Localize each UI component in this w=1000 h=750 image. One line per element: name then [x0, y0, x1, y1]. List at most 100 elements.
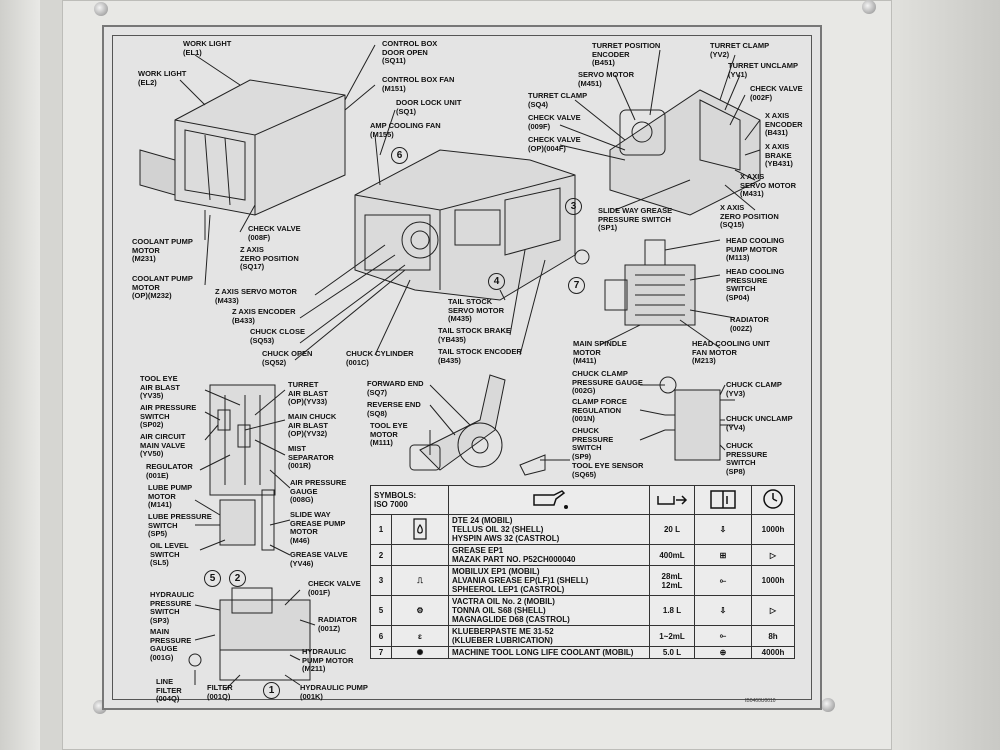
gear-oil-icon: ⚙	[391, 595, 449, 626]
lubrication-table: SYMBOLS: ISO 7000 1 DTE 24 (MOBIL) TELLU…	[370, 485, 795, 659]
callout-6: 6	[391, 147, 408, 164]
label-main-press-gauge: MAIN PRESSURE GAUGE (001G)	[150, 627, 192, 662]
label-check-valve-008f: CHECK VALVE (008F)	[248, 224, 301, 242]
oil-names: DTE 24 (MOBIL) TELLUS OIL 32 (SHELL) HYS…	[448, 514, 650, 545]
oil-name: MACHINE TOOL LONG LIFE COOLANT (MOBIL)	[452, 648, 634, 657]
row-number: 3	[370, 565, 392, 596]
oil-name: MAZAK PART NO. P52CH000040	[452, 555, 576, 564]
label-turret-unclamp: TURRET UNCLAMP (YV1)	[728, 61, 798, 79]
quantity: 20 L	[649, 514, 695, 545]
label-slide-grease-sw: SLIDE WAY GREASE PRESSURE SWITCH (SP1)	[598, 206, 673, 232]
label-tail-encoder: TAIL STOCK ENCODER (B435)	[438, 347, 522, 365]
table-header-row: SYMBOLS: ISO 7000	[370, 485, 795, 515]
label-work-light-el2: WORK LIGHT (EL2)	[138, 69, 187, 87]
label-filter: FILTER (001Q)	[207, 683, 233, 701]
oil-name: HYSPIN AWS 32 (CASTROL)	[452, 534, 560, 543]
label-x-encoder: X AXIS ENCODER (B431)	[765, 111, 803, 137]
clock-icon	[751, 485, 795, 515]
refill-icon: ⇩	[694, 595, 752, 626]
label-chuck-press-sw8: CHUCK PRESSURE SWITCH (SP8)	[726, 441, 768, 476]
oil-name: SPHEEROL LEP1 (CASTROL)	[452, 585, 565, 594]
label-lube-press: LUBE PRESSURE SWITCH (SP5)	[148, 512, 212, 538]
label-hyd-pump-motor: HYDRAULIC PUMP MOTOR (M211)	[302, 647, 354, 673]
label-forward-end: FORWARD END (SQ7)	[367, 379, 424, 397]
table-row: 5 ⚙ VACTRA OIL No. 2 (MOBIL) TONNA OIL S…	[370, 595, 795, 626]
oil-name: TELLUS OIL 32 (SHELL)	[452, 525, 544, 534]
quantity: 1~2mL	[649, 625, 695, 647]
label-turret-pos-encoder: TURRET POSITION ENCODER (B451)	[592, 41, 661, 67]
label-hyd-pump: HYDRAULIC PUMP (001K)	[300, 683, 368, 701]
quantity: 400mL	[649, 544, 695, 566]
row-number: 6	[370, 625, 392, 647]
label-coolant-pump-m231: COOLANT PUMP MOTOR (M231)	[132, 237, 193, 263]
symbols-cell: SYMBOLS: ISO 7000	[370, 485, 449, 515]
callout-5: 5	[204, 570, 221, 587]
refill-icon: ⇩	[694, 514, 752, 545]
label-radiator-002z: RADIATOR (002Z)	[730, 315, 769, 333]
label-chuck-close: CHUCK CLOSE (SQ53)	[250, 327, 306, 345]
oil-name: MOBILUX EP1 (MOBIL)	[452, 567, 540, 576]
row-number: 1	[370, 514, 392, 545]
table-row: 2 GREASE EP1 MAZAK PART NO. P52CH000040 …	[370, 544, 795, 566]
label-check-valve-001f: CHECK VALVE (001F)	[308, 579, 361, 597]
label-mist-separator: MIST SEPARATOR (001R)	[288, 444, 334, 470]
callout-2: 2	[229, 570, 246, 587]
oil-name: KLUEBERPASTE ME 31-52	[452, 627, 554, 636]
label-main-spindle: MAIN SPINDLE MOTOR (M411)	[573, 339, 627, 365]
table-row: 7 ✺ MACHINE TOOL LONG LIFE COOLANT (MOBI…	[370, 646, 795, 659]
oil-name: TONNA OIL S68 (SHELL)	[452, 606, 546, 615]
label-x-zero: X AXIS ZERO POSITION (SQ15)	[720, 203, 779, 229]
blank-icon-cell	[391, 544, 449, 566]
label-main-chuck-air: MAIN CHUCK AIR BLAST (OP)(YV32)	[288, 412, 337, 438]
quantity: 28mL 12mL	[649, 565, 695, 596]
label-reverse-end: REVERSE END (SQ8)	[367, 400, 421, 418]
label-regulator: REGULATOR (001E)	[146, 462, 193, 480]
label-check-valve-004f: CHECK VALVE (OP)(004F)	[528, 135, 581, 153]
label-tool-eye-sensor: TOOL EYE SENSOR (SQ65)	[572, 461, 644, 479]
oil-names: MOBILUX EP1 (MOBIL) ALVANIA GREASE EP(LF…	[448, 565, 650, 596]
label-radiator-001z: RADIATOR (001Z)	[318, 615, 357, 633]
interval: 4000h	[751, 646, 795, 659]
label-check-valve-002f: CHECK VALVE (002F)	[750, 84, 803, 102]
label-door-lock: DOOR LOCK UNIT (SQ1)	[396, 98, 462, 116]
coolant-icon: ✺	[391, 646, 449, 659]
oil-names: KLUEBERPASTE ME 31-52 (KLUEBER LUBRICATI…	[448, 625, 650, 647]
label-head-cool-press: HEAD COOLING PRESSURE SWITCH (SP04)	[726, 267, 785, 302]
row-number: 5	[370, 595, 392, 626]
wall-left	[0, 0, 40, 750]
label-chuck-press-sw9: CHUCK PRESSURE SWITCH (SP9)	[572, 426, 614, 461]
callout-4: 4	[488, 273, 505, 290]
table-row: 1 DTE 24 (MOBIL) TELLUS OIL 32 (SHELL) H…	[370, 514, 795, 545]
grease-gun-icon: ⎍	[391, 565, 449, 596]
label-air-press-sw: AIR PRESSURE SWITCH (SP02)	[140, 403, 197, 429]
manual-icon	[694, 485, 752, 515]
label-turret-air: TURRET AIR BLAST (OP)(YV33)	[288, 380, 328, 406]
symbols-label: SYMBOLS:	[374, 491, 417, 500]
label-tail-brake: TAIL STOCK BRAKE (YB435)	[438, 326, 511, 344]
screw	[821, 698, 835, 712]
label-slide-grease-pump: SLIDE WAY GREASE PUMP MOTOR (M46)	[290, 510, 346, 545]
label-chuck-clamp-gauge: CHUCK CLAMP PRESSURE GAUGE (002G)	[572, 369, 643, 395]
label-tool-eye-air: TOOL EYE AIR BLAST (YV35)	[140, 374, 180, 400]
oil-name: DTE 24 (MOBIL)	[452, 516, 513, 525]
quantity: 5.0 L	[649, 646, 695, 659]
label-tool-eye-motor: TOOL EYE MOTOR (M111)	[370, 421, 408, 447]
label-head-cool-pump: HEAD COOLING PUMP MOTOR (M113)	[726, 236, 785, 262]
label-coolant-pump-m232: COOLANT PUMP MOTOR (OP)(M232)	[132, 274, 193, 300]
label-chuck-open: CHUCK OPEN (SQ52)	[262, 349, 313, 367]
label-z-encoder: Z AXIS ENCODER (B433)	[232, 307, 296, 325]
label-work-light-el1: WORK LIGHT (EL1)	[183, 39, 232, 57]
oil-name: ALVANIA GREASE EP(LF)1 (SHELL)	[452, 576, 589, 585]
oil-names: GREASE EP1 MAZAK PART NO. P52CH000040	[448, 544, 650, 566]
oil-name: (KLUEBER LUBRICATION)	[452, 636, 553, 645]
quantity-icon	[649, 485, 695, 515]
label-oil-level: OIL LEVEL SWITCH (SL5)	[150, 541, 189, 567]
label-chuck-cylinder: CHUCK CYLINDER (001C)	[346, 349, 414, 367]
plate-code: IB0460U0010	[745, 698, 776, 704]
oil-can-icon	[448, 485, 650, 515]
quantity: 1.8 L	[649, 595, 695, 626]
oil-name: GREASE EP1	[452, 546, 504, 555]
label-turret-clamp-sq4: TURRET CLAMP (SQ4)	[528, 91, 588, 109]
callout-3: 3	[565, 198, 582, 215]
